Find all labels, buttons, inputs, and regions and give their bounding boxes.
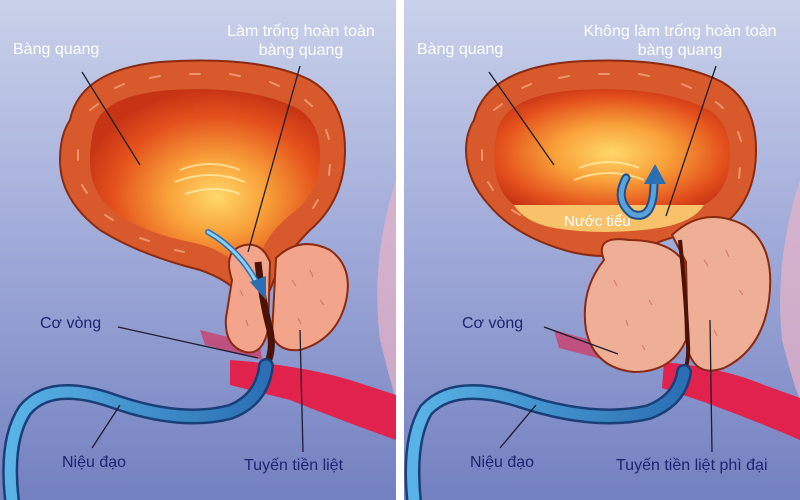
urine-label: Nước tiểu [564,213,631,230]
bladder-cavity [494,89,731,205]
urethra-label: Niệu đạo [470,454,535,471]
bladder-label: Bàng quang [13,41,100,58]
bladder-wall-texture [481,73,742,216]
complete-emptying-label-line2: bàng quang [258,42,344,59]
enlarged-prostate-right-lobe [670,216,772,372]
leader-lines [488,65,717,453]
pelvic-tissue [780,180,800,400]
normal-prostate-illustration [0,0,396,500]
leader-lines [81,65,304,453]
downward-flow-arrow-icon [205,229,266,300]
complete-emptying-label-line1: Làm trống hoàn toàn [227,23,375,40]
urethra-label: Niệu đạo [62,454,127,471]
curved-backflow-arrow-icon [616,164,666,220]
enlarged-prostate-left-lobe [583,238,688,374]
pelvic-tissue [377,180,396,400]
compressed-prostatic-urethra [678,239,691,373]
blood-vessel [662,362,800,440]
incomplete-emptying-label: Không làm trống hoàn toàn bàng quang [560,22,800,60]
prostate-label: Tuyến tiền liệt [244,457,344,474]
urethra-tube [407,366,690,500]
sphincter-label: Cơ vòng [462,315,524,332]
bladder-wall-texture [77,73,331,253]
residual-urine [514,205,704,232]
enlarged-prostate-panel: Bàng quang Không làm trống hoàn toàn bàn… [404,0,800,500]
normal-prostate-panel: Bàng quang Làm trống hoàn toàn bàng quan… [0,0,396,500]
urethra-tube [4,360,272,500]
complete-emptying-label: Làm trống hoàn toàn bàng quang [206,22,396,60]
prostate-right-lobe [270,243,349,352]
bladder-cavity [89,89,321,269]
incomplete-emptying-label-line1: Không làm trống hoàn toàn [583,23,777,40]
panel-divider [396,0,404,500]
sphincter-label: Cơ vòng [40,315,102,332]
enlarged-prostate-illustration [404,0,800,500]
bladder-label: Bàng quang [417,41,504,58]
blood-vessel [230,360,396,440]
incomplete-emptying-label-line2: bàng quang [637,42,723,59]
enlarged-prostate-label: Tuyến tiền liệt phì đại [616,457,768,474]
